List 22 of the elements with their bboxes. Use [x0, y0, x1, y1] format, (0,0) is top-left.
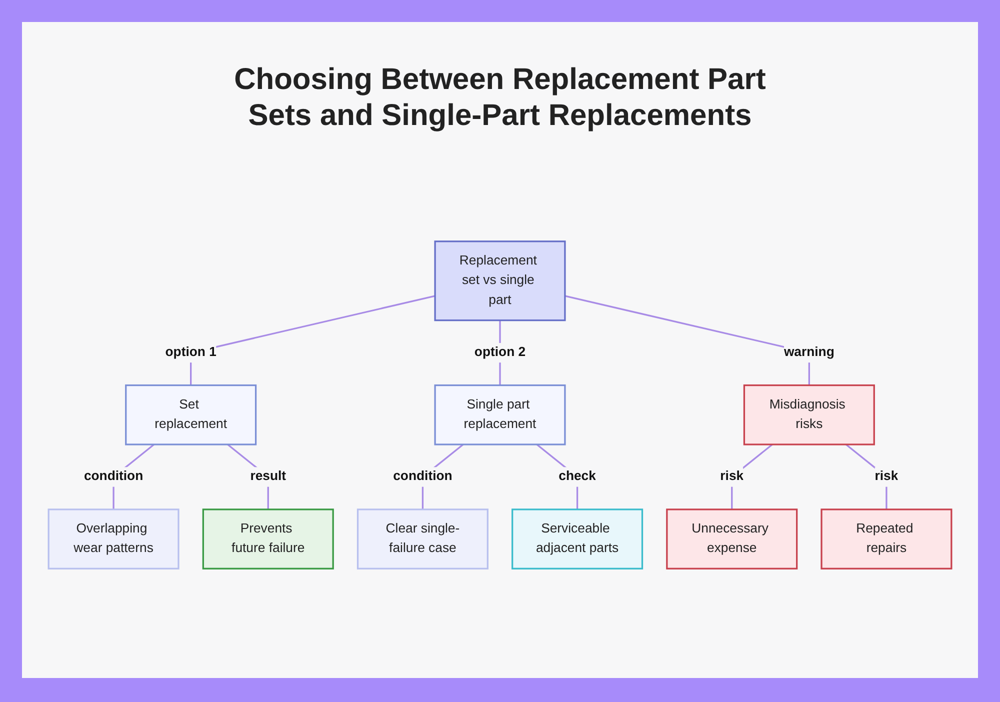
- node-box: Set replacement: [125, 384, 257, 446]
- connector: [731, 444, 773, 510]
- node-box: Repeated repairs: [820, 508, 952, 570]
- node-box: Overlapping wear patterns: [48, 508, 180, 570]
- node-box: Unnecessary expense: [666, 508, 798, 570]
- edge-label: check: [558, 470, 596, 484]
- edge-label: option 2: [474, 345, 526, 360]
- diagram-title: Choosing Between Replacement Part Sets and Single-Part Replacements: [233, 62, 767, 134]
- node-box: Misdiagnosis risks: [743, 384, 875, 446]
- node-box: Replacement set vs single part: [434, 240, 566, 322]
- edge-label: condition: [84, 470, 144, 484]
- node-box: Single part replacement: [434, 384, 566, 446]
- node-box: Serviceable adjacent parts: [512, 508, 644, 570]
- edge-label: result: [250, 470, 286, 484]
- edge-label: risk: [874, 470, 898, 484]
- edge-label: warning: [784, 345, 834, 360]
- edge-label: risk: [720, 470, 744, 484]
- edge-label: option 1: [165, 345, 216, 360]
- node-box: Prevents future failure: [202, 508, 334, 570]
- connector: [846, 444, 888, 510]
- edge-label: condition: [393, 470, 452, 484]
- node-box: Clear single-failure case: [356, 508, 488, 570]
